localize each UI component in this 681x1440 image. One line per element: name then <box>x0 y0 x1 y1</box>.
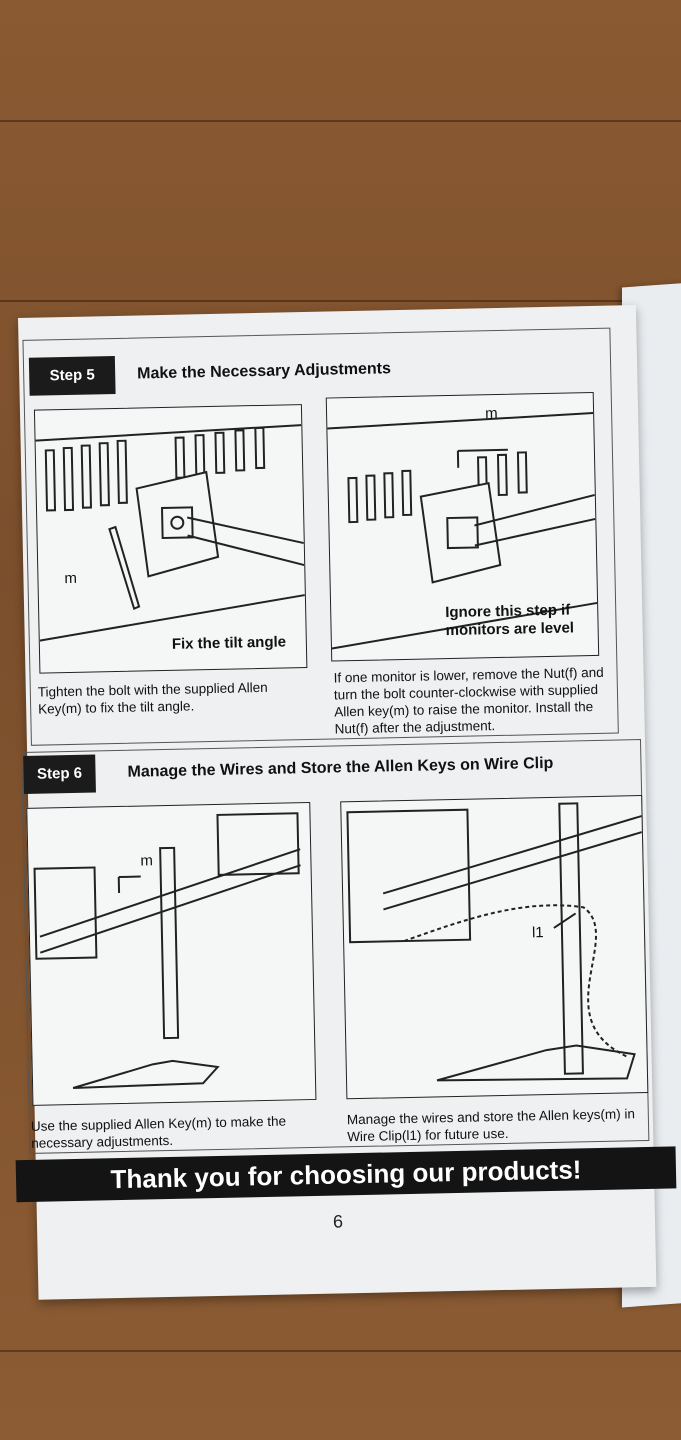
fix-tilt-label: Fix the tilt angle <box>171 633 287 653</box>
page-number: 6 <box>332 1211 344 1232</box>
manual-page: Step 5 Make the Necessary Adjustments m … <box>15 305 677 1300</box>
step5-badge: Step 5 <box>28 355 116 396</box>
part-l1-label: l1 <box>531 924 544 942</box>
monitor-arm-height-drawing <box>327 411 598 650</box>
step6-left-illustration: m <box>26 801 317 1106</box>
part-m-label: m <box>484 404 498 423</box>
step5-right-illustration: m Ignore this step if monitors are level <box>325 391 600 662</box>
wire-clip-drawing <box>346 802 643 1082</box>
step5-right-caption: If one monitor is lower, remove the Nut(… <box>333 664 604 737</box>
step6-right-caption: Manage the wires and store the Allen key… <box>346 1106 636 1145</box>
table-plank-seam <box>0 1350 681 1352</box>
table-plank-seam <box>0 300 681 302</box>
ignore-step-label-line2: monitors are level <box>445 619 575 640</box>
step6-header: Step 6 Manage the Wires and Store the Al… <box>23 754 553 794</box>
step5-header: Step 5 Make the Necessary Adjustments <box>28 355 391 396</box>
part-m-label: m <box>64 569 78 588</box>
thank-you-banner: Thank you for choosing our products! <box>15 1146 677 1203</box>
step5-left-caption: Tighten the bolt with the supplied Allen… <box>37 679 268 717</box>
step6-badge: Step 6 <box>23 754 96 794</box>
step6-left-caption: Use the supplied Allen Key(m) to make th… <box>30 1113 287 1151</box>
table-plank-seam <box>0 120 681 122</box>
step5-title: Make the Necessary Adjustments <box>137 360 392 383</box>
dual-arm-stand-drawing <box>33 812 301 1090</box>
part-m-label: m <box>140 852 154 870</box>
monitor-arm-tilt-drawing <box>35 424 306 642</box>
step6-right-illustration: l1 <box>340 795 649 1100</box>
step5-left-illustration: m Fix the tilt angle <box>33 404 308 674</box>
